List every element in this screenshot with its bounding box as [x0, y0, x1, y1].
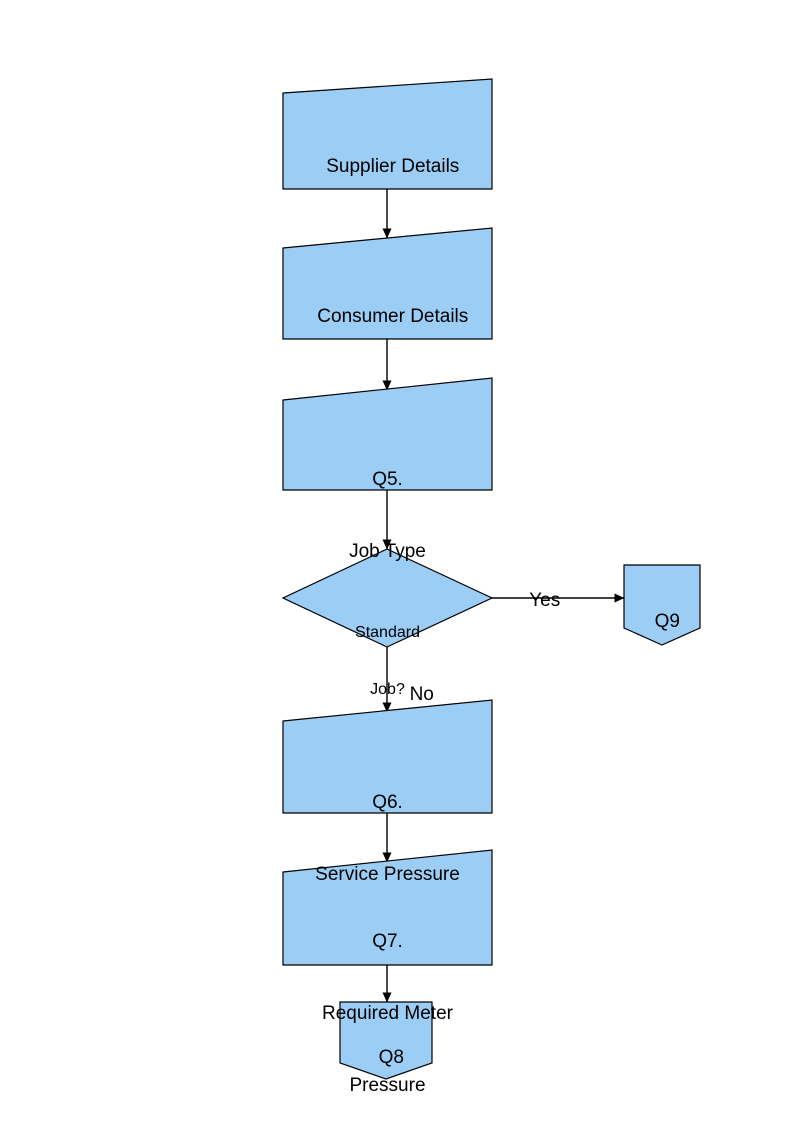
edge-label-no: No	[409, 684, 434, 705]
node-supplier-details[interactable]	[282, 78, 493, 190]
node-consumer-details[interactable]	[282, 227, 493, 340]
node-q7-required-meter-pressure[interactable]	[282, 849, 493, 966]
node-q8[interactable]	[339, 1001, 433, 1080]
node-q6-service-pressure[interactable]	[282, 699, 493, 814]
node-standard-job-decision[interactable]	[281, 548, 494, 648]
node-q9[interactable]	[623, 564, 701, 646]
node-q5-job-type[interactable]	[282, 377, 493, 491]
edge-label-yes: Yes	[529, 590, 561, 611]
